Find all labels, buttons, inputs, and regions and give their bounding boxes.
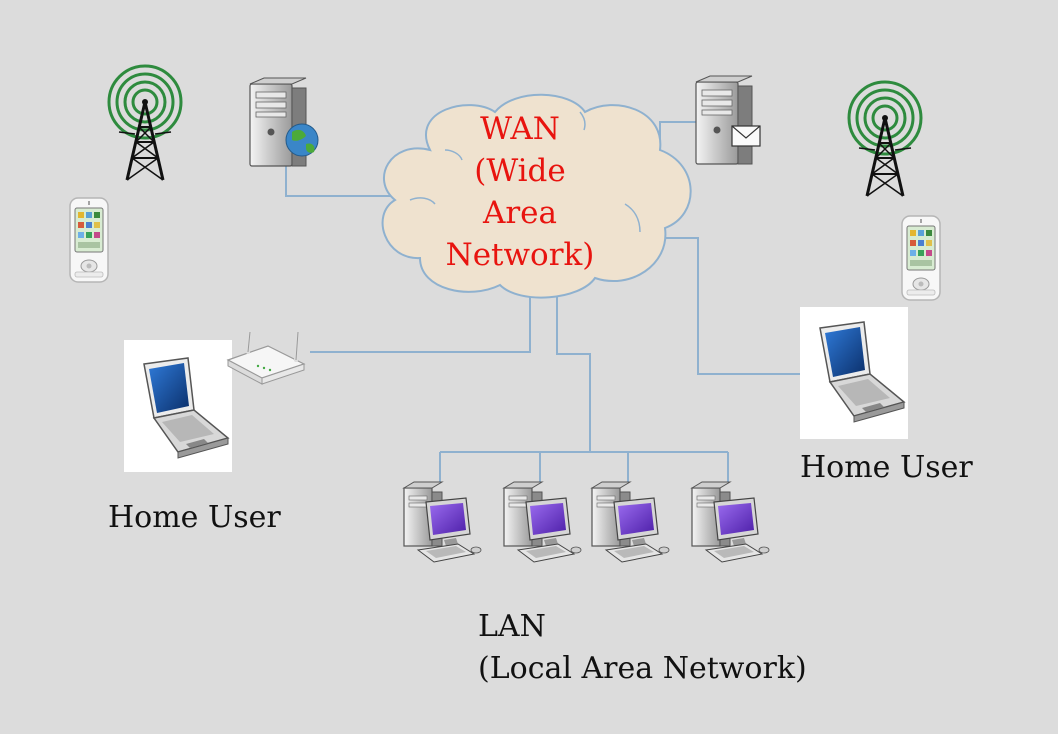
desktop-computer-icon: [403, 481, 482, 563]
lan-label: LAN (Local Area Network): [478, 606, 807, 690]
web-server-link: [285, 166, 398, 197]
wan-label-line: Network): [445, 237, 595, 273]
desktop-computer-icon: [503, 481, 582, 563]
mobile-phone-icon: [69, 197, 109, 283]
desktop-computer-icon: [591, 481, 670, 563]
mobile-phone-icon: [901, 215, 941, 301]
wan-label-line: (Wide: [474, 153, 566, 189]
laptop-icon: [124, 340, 232, 472]
wifi-router-icon: [226, 330, 306, 385]
envelope-icon: [731, 125, 761, 147]
home-user-label-left: Home User: [108, 500, 281, 535]
mail-server-icon: [695, 75, 761, 165]
web-server-icon: [249, 77, 319, 167]
globe-icon: [285, 123, 319, 157]
home-user-label-right: Home User: [800, 450, 973, 485]
lan-link: [556, 292, 591, 452]
lan-label-line: LAN: [478, 609, 546, 644]
wan-label-line: Area: [482, 195, 558, 231]
desktop-computer-icon: [691, 481, 770, 563]
laptop-icon: [800, 307, 908, 439]
lan-label-line: (Local Area Network): [478, 651, 807, 686]
router-link: [310, 296, 531, 353]
wan-label-line: WAN: [480, 111, 560, 147]
cell-tower-icon: [107, 64, 183, 182]
wan-label: WAN (Wide Area Network): [430, 108, 610, 276]
cell-tower-icon: [847, 80, 923, 198]
wan-cloud: [381, 93, 692, 299]
